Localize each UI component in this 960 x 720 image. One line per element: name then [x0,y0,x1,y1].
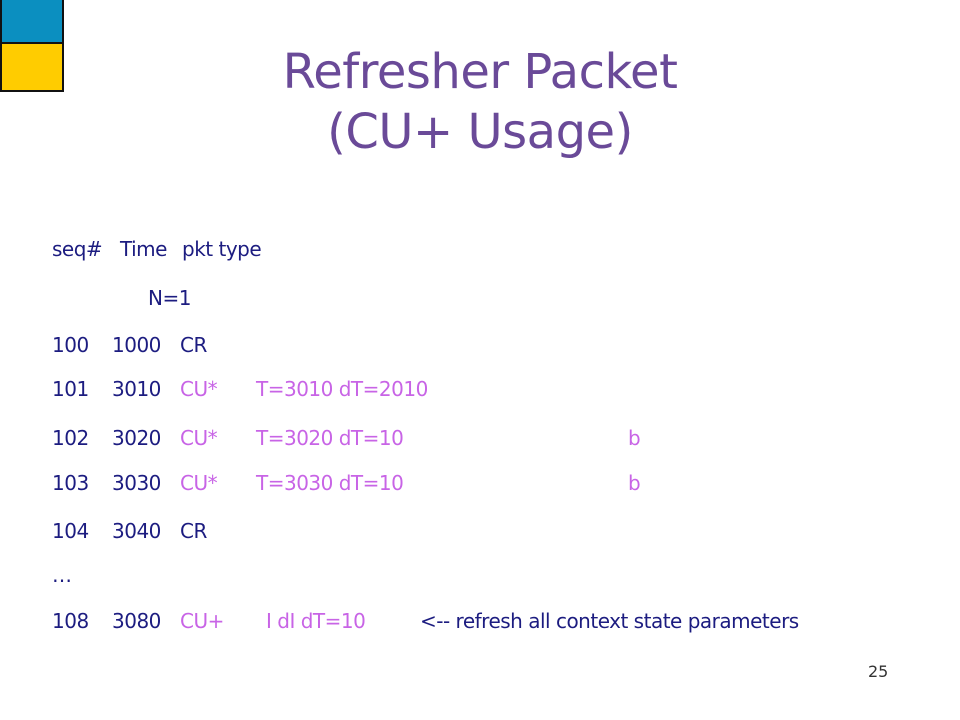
row-type: CU* [180,377,218,401]
header-seq: seq# [52,237,103,261]
header-type: pkt type [182,237,262,261]
row-params: I dI dT=10 [266,609,366,633]
row-time: 1000 [112,333,161,357]
slide-title-line-2: (CU+ Usage) [327,104,633,160]
row-params: T=3030 dT=10 [256,471,404,495]
page-number: 25 [868,662,889,681]
header-time: Time [120,237,167,261]
row-time: 3080 [112,609,161,633]
row-time: 3020 [112,426,161,450]
row-type: CU+ [180,609,224,633]
n-value: N=1 [148,286,191,310]
row-seq: 100 [52,333,89,357]
row-time: 3040 [112,519,161,543]
row-seq: 101 [52,377,89,401]
row-type: CR [180,333,207,357]
row-comment: <-- refresh all context state parameters [420,609,799,633]
row-time: 3010 [112,377,161,401]
ellipsis: … [52,563,72,587]
decorative-blue-square [0,0,64,44]
row-type: CU* [180,471,218,495]
slide-title-line-1: Refresher Packet [282,44,678,100]
row-seq: 104 [52,519,89,543]
row-seq: 102 [52,426,89,450]
row-type: CR [180,519,207,543]
row-flag: b [628,471,641,495]
row-flag: b [628,426,641,450]
row-time: 3030 [112,471,161,495]
row-params: T=3010 dT=2010 [256,377,428,401]
row-params: T=3020 dT=10 [256,426,404,450]
row-seq: 103 [52,471,89,495]
decorative-yellow-square [0,42,64,92]
row-type: CU* [180,426,218,450]
row-seq: 108 [52,609,89,633]
